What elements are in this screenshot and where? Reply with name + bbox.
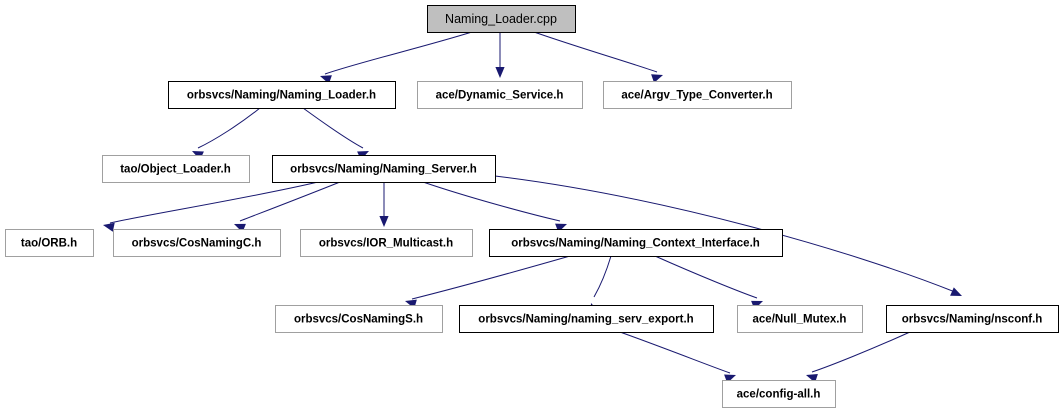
edge-orbsvcs_naming_naming_context_interface_h-to-ace_null_mutex_h (654, 255, 763, 310)
node-box[interactable] (737, 305, 863, 333)
node-label: ace/config-all.h (737, 389, 821, 401)
graph-node-ace_dynamic_service_h[interactable]: ace/Dynamic_Service.h (417, 81, 583, 109)
node-box[interactable] (272, 155, 496, 183)
node-box[interactable] (102, 155, 250, 183)
node-label: ace/Argv_Type_Converter.h (621, 90, 772, 102)
node-label: ace/Null_Mutex.h (753, 314, 847, 326)
graph-node-ace_null_mutex_h[interactable]: ace/Null_Mutex.h (737, 305, 863, 333)
edge-orbsvcs_naming_naming_server_h-to-tao_orb_h (103, 181, 319, 232)
node-box[interactable] (168, 81, 396, 109)
node-label: orbsvcs/Naming/Naming_Loader.h (187, 90, 376, 102)
node-label: orbsvcs/CosNamingC.h (132, 238, 262, 250)
node-box[interactable] (417, 81, 583, 109)
node-label: orbsvcs/Naming/Naming_Context_Interface.… (511, 238, 760, 250)
edge-orbsvcs_naming_naming_context_interface_h-to-orbsvcs_cosnamings_h (405, 255, 571, 309)
node-label: orbsvcs/CosNamingS.h (294, 314, 423, 326)
node-box[interactable] (113, 229, 281, 257)
graph-node-orbsvcs_naming_naming_server_h[interactable]: orbsvcs/Naming/Naming_Server.h (272, 155, 496, 183)
edge-orbsvcs_naming_naming_server_h-to-orbsvcs_ior_multicast_h (379, 182, 389, 227)
arrowhead-icon (103, 222, 115, 232)
node-label: tao/Object_Loader.h (120, 164, 231, 176)
node-box[interactable] (459, 305, 714, 333)
node-box[interactable] (427, 5, 576, 33)
arrowhead-icon (651, 74, 663, 83)
graph-node-orbsvcs_naming_naming_loader_h[interactable]: orbsvcs/Naming/Naming_Loader.h (168, 81, 396, 109)
graph-node-orbsvcs_naming_naming_serv_export_h[interactable]: orbsvcs/Naming/naming_serv_export.h (459, 305, 714, 333)
node-label: orbsvcs/Naming/Naming_Server.h (290, 164, 477, 176)
graph-node-orbsvcs_naming_nsconf_h[interactable]: orbsvcs/Naming/nsconf.h (886, 305, 1059, 333)
graph-node-orbsvcs_cosnamings_h[interactable]: orbsvcs/CosNamingS.h (275, 305, 443, 333)
graph-node-orbsvcs_naming_naming_context_interface_h[interactable]: orbsvcs/Naming/Naming_Context_Interface.… (489, 229, 783, 257)
graph-node-orbsvcs_cosnamingc_h[interactable]: orbsvcs/CosNamingC.h (113, 229, 281, 257)
node-box[interactable] (275, 305, 443, 333)
graph-node-tao_orb_h[interactable]: tao/ORB.h (5, 229, 94, 257)
edge-naming_loader_cpp-to-ace_argv_type_converter_h (533, 31, 663, 83)
node-box[interactable] (603, 81, 792, 109)
node-label: orbsvcs/Naming/nsconf.h (902, 314, 1043, 326)
edge-orbsvcs_naming_naming_loader_h-to-orbsvcs_naming_naming_server_h (302, 107, 369, 160)
graph-node-ace_argv_type_converter_h[interactable]: ace/Argv_Type_Converter.h (603, 81, 792, 109)
arrowhead-icon (950, 287, 962, 296)
node-label: Naming_Loader.cpp (445, 12, 557, 26)
node-box[interactable] (886, 305, 1059, 333)
node-box[interactable] (5, 229, 94, 257)
arrowhead-icon (495, 67, 505, 78)
edge-orbsvcs_naming_naming_loader_h-to-tao_object_loader_h (192, 107, 261, 160)
edge-orbsvcs_naming_naming_server_h-to-orbsvcs_naming_nsconf_h (494, 175, 962, 296)
nodes-layer: Naming_Loader.cpp orbsvcs/Naming/Naming_L… (5, 5, 1059, 408)
graph-node-naming_loader_cpp[interactable]: Naming_Loader.cpp (427, 5, 576, 33)
graph-node-orbsvcs_ior_multicast_h[interactable]: orbsvcs/IOR_Multicast.h (300, 229, 473, 257)
edge-naming_loader_cpp-to-ace_dynamic_service_h (495, 32, 505, 78)
node-box[interactable] (489, 229, 783, 257)
node-label: tao/ORB.h (21, 238, 77, 250)
edge-naming_loader_cpp-to-orbsvcs_naming_naming_loader_h (320, 31, 473, 84)
graph-node-ace_config_all_h[interactable]: ace/config-all.h (722, 380, 836, 408)
node-label: orbsvcs/IOR_Multicast.h (319, 238, 453, 250)
edge-orbsvcs_naming_naming_serv_export_h-to-ace_config_all_h (619, 331, 736, 384)
node-label: orbsvcs/Naming/naming_serv_export.h (478, 314, 693, 326)
graph-node-tao_object_loader_h[interactable]: tao/Object_Loader.h (102, 155, 250, 183)
edge-orbsvcs_naming_nsconf_h-to-ace_config_all_h (806, 331, 911, 383)
arrowhead-icon (379, 216, 389, 227)
edge-orbsvcs_naming_naming_server_h-to-orbsvcs_naming_naming_context_interface_h (422, 181, 567, 233)
node-box[interactable] (300, 229, 473, 257)
edge-orbsvcs_naming_naming_server_h-to-orbsvcs_cosnamingc_h (234, 181, 341, 233)
node-label: ace/Dynamic_Service.h (436, 90, 564, 102)
node-box[interactable] (722, 380, 836, 408)
